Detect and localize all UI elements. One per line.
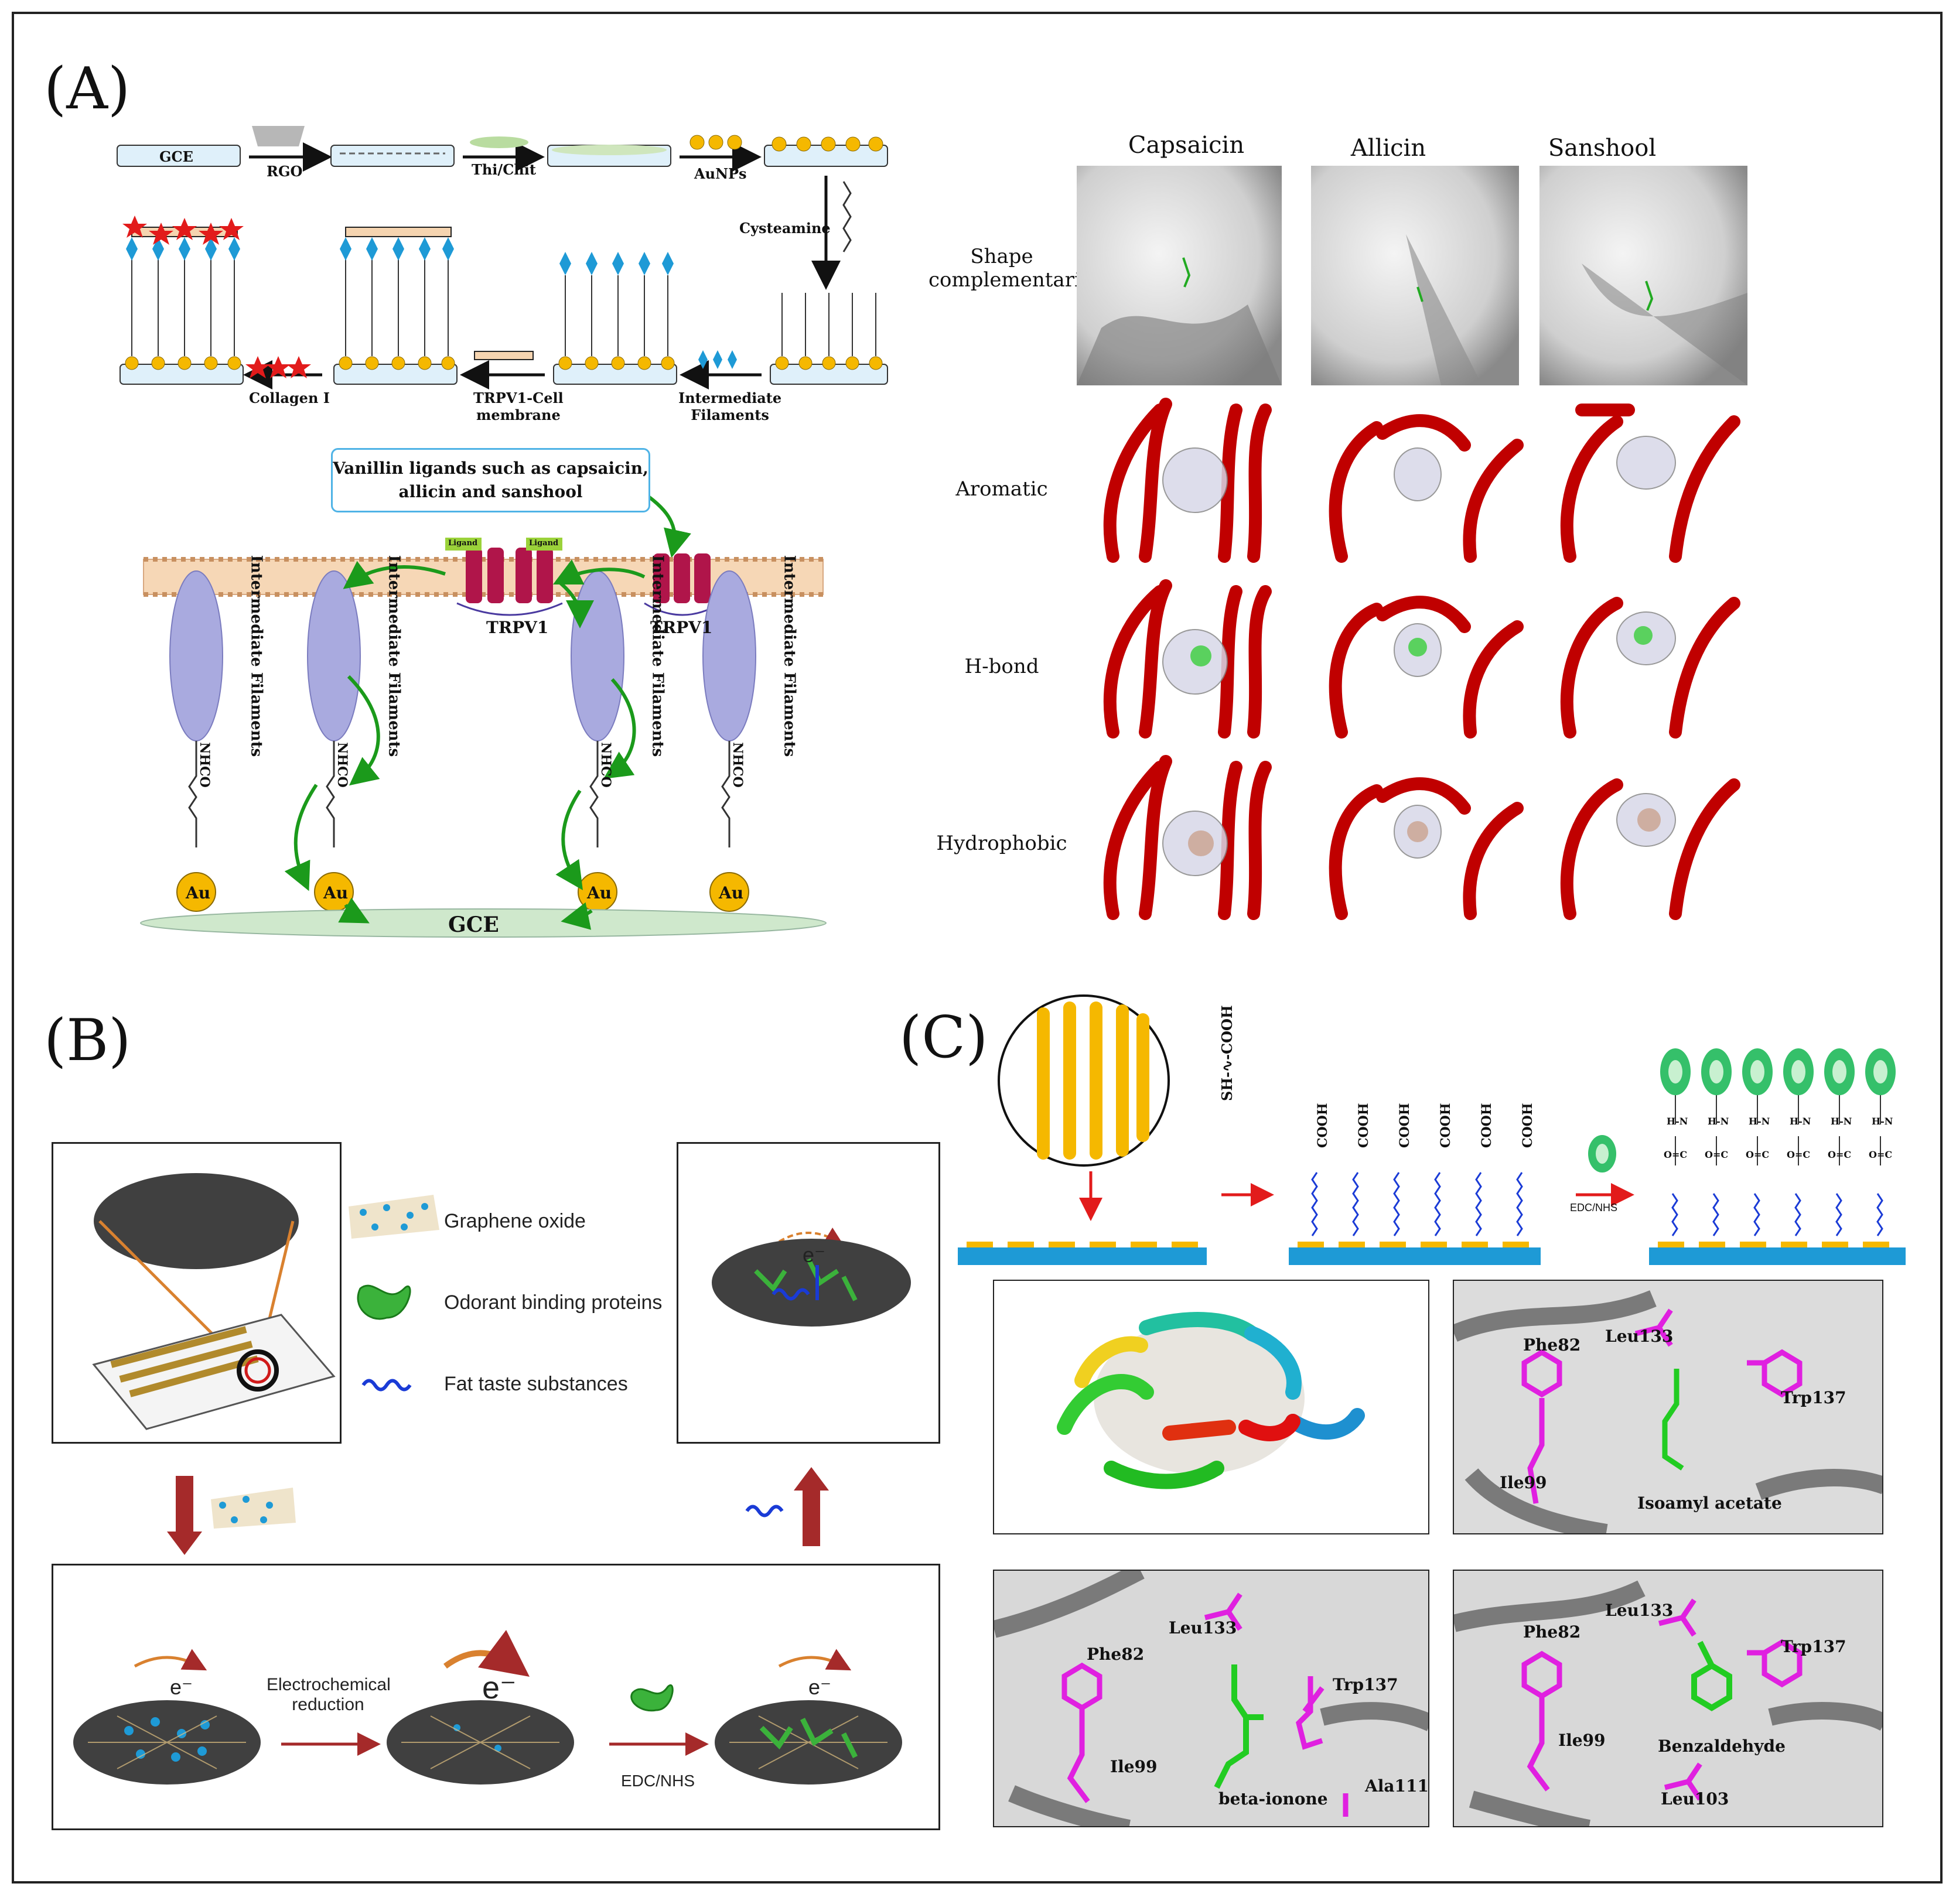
label-thi-chit: Thi/Chit <box>472 161 536 178</box>
dock2-res-leu133: Leu133 <box>1605 1327 1674 1346</box>
electron-label-3: e⁻ <box>808 1675 832 1699</box>
hn-label-4: H-N <box>1790 1116 1811 1127</box>
dock3-res-leu133: Leu133 <box>1169 1618 1237 1638</box>
legend-graphene-oxide: Graphene oxide <box>444 1210 586 1232</box>
oc-label-2: O=C <box>1705 1149 1729 1160</box>
row-label-aromatic: Aromatic <box>955 477 1048 501</box>
rgo-sheet <box>252 126 305 146</box>
electron-label-final: e⁻ <box>803 1243 826 1267</box>
dock2-res-trp137: Trp137 <box>1781 1388 1846 1407</box>
docking-beta-ionone <box>993 1570 1429 1827</box>
dock4-res-leu103: Leu103 <box>1661 1789 1729 1809</box>
panel-label-c: (C) <box>899 1004 988 1071</box>
label-aunps: AuNPs <box>694 165 747 182</box>
electrode-gce <box>117 145 241 167</box>
edc-nhs-label-b: EDC/NHS <box>621 1772 695 1790</box>
dock4-res-phe82: Phe82 <box>1523 1622 1581 1642</box>
legend-protein-icon <box>357 1284 411 1320</box>
panel-label-a: (A) <box>44 56 131 122</box>
legend-graphene-icon <box>349 1195 439 1239</box>
dock3-res-trp137: Trp137 <box>1333 1675 1398 1694</box>
col-header-capsaicin: Capsaicin <box>1128 132 1245 159</box>
label-rgo: RGO <box>267 163 303 180</box>
au-label-2: Au <box>323 883 349 903</box>
oc-label-4: O=C <box>1787 1149 1811 1160</box>
trpv1-receptor-1 <box>456 548 563 616</box>
hn-label-5: H-N <box>1831 1116 1852 1127</box>
cooh-label-3: COOH <box>1397 1103 1412 1148</box>
fabrication-steps-box <box>52 1564 940 1830</box>
oc-label-6: O=C <box>1869 1149 1893 1160</box>
au-label-1: Au <box>186 883 211 903</box>
label-cysteamine: Cysteamine <box>739 220 831 237</box>
edc-nhs-label-c: EDC/NHS <box>1570 1202 1618 1213</box>
protein-structure-box <box>993 1280 1429 1534</box>
ligand-callout: Vanillin ligands such as capsaicin, alli… <box>331 448 650 512</box>
electron-label-2: e⁻ <box>482 1670 517 1705</box>
figure-frame <box>12 12 1943 1884</box>
oc-label-1: O=C <box>1664 1149 1688 1160</box>
graphene-flake-icon <box>211 1488 296 1529</box>
reagent-label: SH-∿-COOH <box>1218 1005 1235 1101</box>
legend-fat-taste-substances: Fat taste substances <box>444 1373 628 1395</box>
hn-label-1: H-N <box>1667 1116 1688 1127</box>
label-trpv1-2: TRPV1 <box>650 618 713 637</box>
cooh-label-2: COOH <box>1356 1103 1371 1148</box>
dock3-res-phe82: Phe82 <box>1087 1645 1145 1664</box>
label-trpv1-cell-membrane: TRPV1-Cell membrane <box>473 389 564 423</box>
dock4-res-trp137: Trp137 <box>1781 1637 1846 1656</box>
cooh-label-1: COOH <box>1315 1103 1330 1148</box>
electron-label-1: e⁻ <box>170 1675 193 1699</box>
electrochemical-reduction-label: Electrochemical reduction <box>267 1675 391 1714</box>
label-trpv1-1: TRPV1 <box>486 618 549 637</box>
ligand-tag-1: Ligand <box>448 539 478 548</box>
docking-benzaldehyde <box>1453 1570 1883 1827</box>
dock3-ligand: beta-ionone <box>1218 1789 1328 1809</box>
hn-label-6: H-N <box>1872 1116 1893 1127</box>
cooh-label-5: COOH <box>1479 1103 1494 1148</box>
dock3-res-ala111: Ala111 <box>1365 1776 1429 1796</box>
col-header-allicin: Allicin <box>1350 135 1426 162</box>
legend-odorant-binding-proteins: Odorant binding proteins <box>444 1291 663 1314</box>
col-header-sanshool: Sanshool <box>1548 135 1657 162</box>
dock2-res-phe82: Phe82 <box>1523 1335 1581 1355</box>
trpv1-receptor-2 <box>644 553 721 616</box>
hn-label-3: H-N <box>1749 1116 1770 1127</box>
dock4-res-leu133: Leu133 <box>1605 1601 1674 1620</box>
dock2-res-ile99: Ile99 <box>1500 1473 1547 1492</box>
cooh-label-4: COOH <box>1438 1103 1453 1148</box>
label-gce: GCE <box>159 148 193 165</box>
gce-bottom-label: GCE <box>448 912 499 937</box>
cooh-label-6: COOH <box>1520 1103 1535 1148</box>
row-label-hydrophobic: Hydrophobic <box>936 832 1067 855</box>
dock2-ligand: Isoamyl acetate <box>1637 1493 1782 1513</box>
dock3-res-ile99: Ile99 <box>1110 1757 1158 1776</box>
dock4-res-ile99: Ile99 <box>1558 1731 1606 1750</box>
au-label-3: Au <box>587 883 612 903</box>
au-label-4: Au <box>719 883 744 903</box>
docking-isoamyl-acetate <box>1453 1280 1883 1534</box>
label-intermediate-filaments: Intermediate Filaments <box>678 389 782 423</box>
ligand-tag-2: Ligand <box>529 539 559 548</box>
panel-label-b: (B) <box>44 1007 131 1074</box>
dock4-ligand: Benzaldehyde <box>1658 1736 1786 1756</box>
oc-label-3: O=C <box>1746 1149 1770 1160</box>
hn-label-2: H-N <box>1708 1116 1729 1127</box>
row-label-hbond: H-bond <box>964 655 1039 678</box>
oc-label-5: O=C <box>1828 1149 1852 1160</box>
row-label-shape: Shape complementarity <box>928 245 1100 292</box>
label-collagen: Collagen I <box>249 389 330 406</box>
